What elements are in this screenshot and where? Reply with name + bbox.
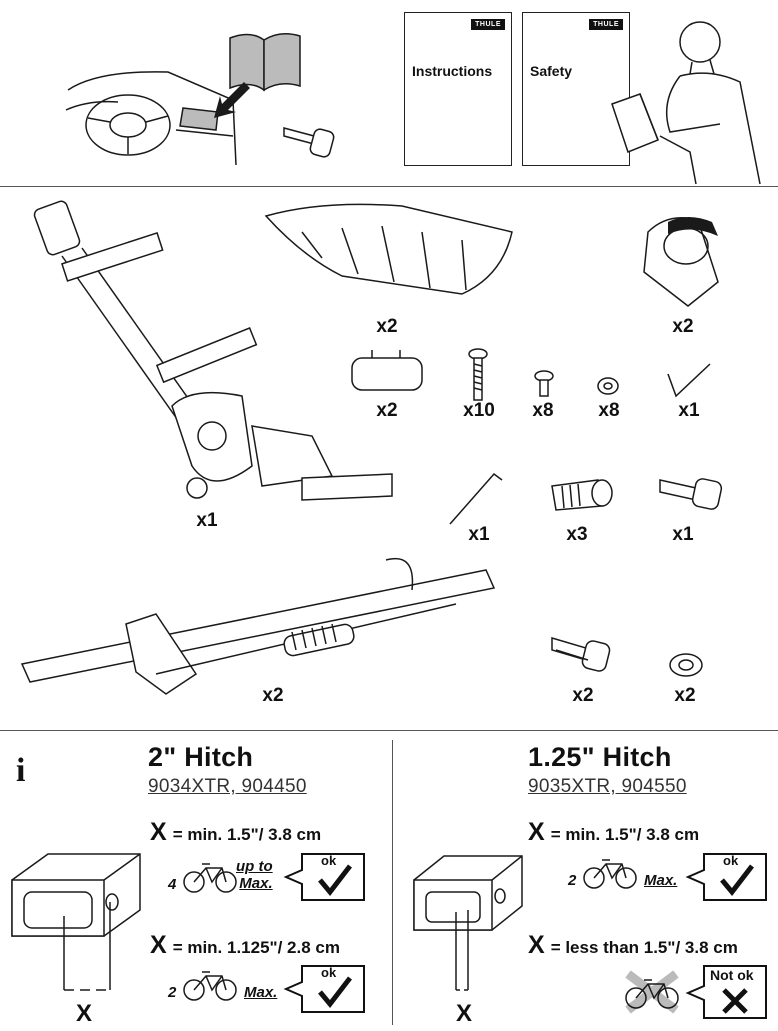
x-dimension-label: X bbox=[75, 1000, 92, 1027]
qty-frame: x1 bbox=[196, 510, 218, 531]
header-section: THULE Instructions THULE Safety bbox=[0, 0, 778, 186]
rule-text: = min. 1.125"/ 2.8 cm bbox=[172, 938, 340, 957]
instructions-document: THULE Instructions bbox=[404, 12, 512, 166]
bike-limit-label: up to Max. bbox=[236, 858, 273, 892]
hitch-1-25in-panel: 1.25" Hitch 9035XTR, 904550 X = min. 1.5"… bbox=[394, 732, 778, 1031]
ok-callout bbox=[283, 853, 365, 901]
key-set-icon bbox=[551, 636, 611, 672]
ok-label: ok bbox=[723, 853, 739, 868]
bicycle-icon bbox=[583, 859, 637, 889]
hitch-receiver-illustration bbox=[413, 855, 523, 991]
rule-1: X = min. 1.5"/ 3.8 cm bbox=[150, 818, 321, 847]
brand-logo: THULE bbox=[471, 19, 505, 30]
arm-illustration bbox=[20, 557, 496, 695]
hitch-2in-panel: i 2" Hitch 9034XTR, 904450 X = min. 1.5"/… bbox=[0, 732, 390, 1031]
end-cap-illustration bbox=[351, 350, 423, 391]
rule-text: = min. 1.5"/ 3.8 cm bbox=[550, 825, 700, 844]
qty-washer: x8 bbox=[598, 400, 620, 421]
rule-text: = min. 1.5"/ 3.8 cm bbox=[172, 825, 322, 844]
person-reading-illustration bbox=[611, 21, 761, 185]
wheel-tray-illustration bbox=[264, 203, 513, 295]
bicycle-crossed-icon bbox=[625, 970, 679, 1014]
qty-hex-key-small: x1 bbox=[678, 400, 700, 421]
x-symbol: X bbox=[150, 818, 167, 846]
qty-end-cap: x2 bbox=[376, 400, 398, 421]
x-symbol: X bbox=[528, 818, 545, 846]
ok-label: ok bbox=[321, 853, 337, 868]
divider-bottom bbox=[0, 730, 778, 731]
rule-text: = less than 1.5"/ 3.8 cm bbox=[550, 938, 738, 957]
hitch-divider bbox=[392, 740, 393, 1025]
qty-short-bolt: x8 bbox=[532, 400, 554, 421]
not-ok-label: Not ok bbox=[710, 967, 754, 983]
rule-1: X = min. 1.5"/ 3.8 cm bbox=[528, 818, 699, 847]
qty-hex-key-large: x1 bbox=[468, 524, 490, 545]
safety-document: THULE Safety bbox=[522, 12, 630, 166]
insert-arrow-icon bbox=[214, 82, 250, 118]
qty-arm: x2 bbox=[262, 685, 284, 706]
bike-count: 2 bbox=[168, 984, 177, 1001]
qty-lock-cylinder: x3 bbox=[566, 524, 588, 545]
manual-book-icon bbox=[229, 33, 301, 92]
brand-logo: THULE bbox=[589, 19, 623, 30]
qty-strap-clamp: x2 bbox=[672, 316, 694, 337]
lock-cylinder-icon bbox=[551, 479, 613, 511]
x-symbol: X bbox=[528, 931, 545, 959]
hitch-title: 2" Hitch bbox=[148, 742, 254, 772]
divider-top bbox=[0, 186, 778, 187]
hitch-models: 9035XTR, 904550 bbox=[528, 776, 687, 797]
bike-limit-line1: up to bbox=[236, 858, 273, 875]
long-bolt-icon bbox=[468, 348, 488, 401]
washer-icon bbox=[597, 377, 619, 395]
hitch-models: 9034XTR, 904450 bbox=[148, 776, 307, 797]
document-title: Safety bbox=[530, 63, 573, 79]
hex-key-large-icon bbox=[449, 472, 503, 525]
not-ok-callout bbox=[685, 965, 767, 1019]
short-bolt-icon bbox=[534, 370, 554, 397]
bike-count: 2 bbox=[568, 872, 577, 889]
qty-spacer: x2 bbox=[674, 685, 696, 706]
qty-single-key: x1 bbox=[672, 524, 694, 545]
key-icon bbox=[283, 127, 335, 158]
x-dimension-label: X bbox=[455, 1000, 472, 1027]
bike-limit-text: Max. bbox=[644, 872, 678, 889]
hex-key-small-icon bbox=[667, 363, 711, 398]
qty-key-set: x2 bbox=[572, 685, 594, 706]
rule-2: X = less than 1.5"/ 3.8 cm bbox=[528, 931, 738, 960]
hitch-receiver-illustration bbox=[11, 853, 141, 991]
car-dashboard-illustration bbox=[65, 71, 237, 166]
bike-limit-line2: Max. bbox=[239, 875, 273, 892]
bike-limit-label: Max. bbox=[644, 872, 677, 889]
bicycle-icon bbox=[183, 863, 237, 893]
qty-long-bolt: x10 bbox=[463, 400, 495, 421]
strap-clamp-illustration bbox=[643, 217, 719, 307]
rule-2: X = min. 1.125"/ 2.8 cm bbox=[150, 931, 340, 960]
parts-section: x1 x2 x2 x2 x10 x8 x8 x1 bbox=[0, 188, 778, 728]
document-title: Instructions bbox=[412, 63, 493, 79]
bike-count: 4 bbox=[168, 876, 177, 893]
bike-limit-text: Max. bbox=[244, 984, 278, 1001]
ok-callout bbox=[685, 853, 767, 901]
ok-callout bbox=[283, 965, 365, 1013]
bicycle-icon bbox=[183, 971, 237, 1001]
hitch-title: 1.25" Hitch bbox=[528, 742, 672, 772]
ok-label: ok bbox=[321, 965, 337, 980]
qty-wheel-tray: x2 bbox=[376, 316, 398, 337]
rack-frame-illustration bbox=[33, 200, 393, 501]
x-symbol: X bbox=[150, 931, 167, 959]
info-icon: i bbox=[16, 752, 26, 789]
spacer-ring-icon bbox=[669, 653, 703, 677]
bike-limit-label: Max. bbox=[244, 984, 277, 1001]
single-key-icon bbox=[659, 478, 723, 510]
